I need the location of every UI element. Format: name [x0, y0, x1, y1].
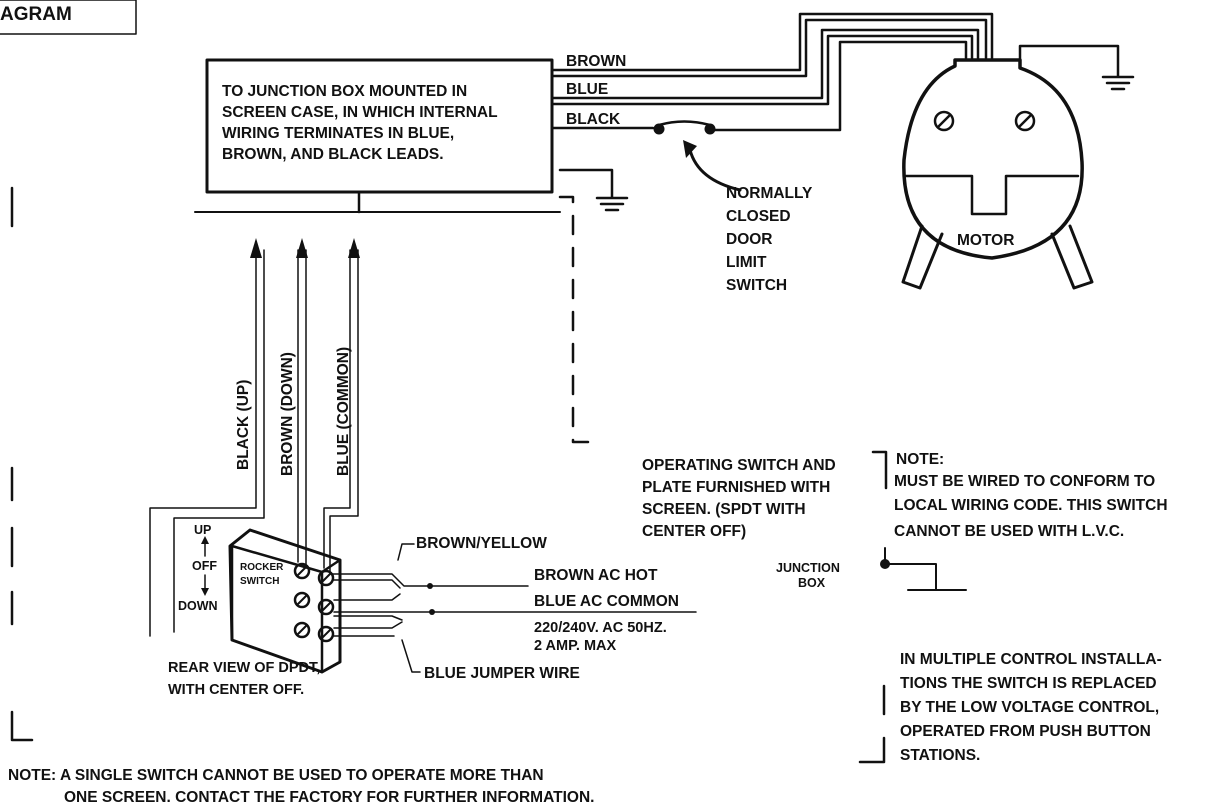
wire-label-black: BLACK — [566, 111, 621, 128]
junction-box-line-2: SCREEN CASE, IN WHICH INTERNAL — [222, 104, 498, 121]
left-edge-marks — [10, 186, 34, 742]
rocker-switch: ROCKER SWITCH UP OFF DOWN REAR VIEW OF D… — [168, 523, 342, 698]
motor-label: MOTOR — [957, 232, 1014, 249]
note-right-line-2: MUST BE WIRED TO CONFORM TO — [894, 473, 1155, 490]
rocker-label-1: ROCKER — [240, 562, 284, 573]
note-right-line-4: CANNOT BE USED WITH L.V.C. — [894, 523, 1124, 540]
multiple-control-line-3: BY THE LOW VOLTAGE CONTROL, — [900, 699, 1159, 716]
door-limit-switch: NORMALLY CLOSED DOOR LIMIT SWITCH — [653, 120, 813, 294]
lead-label-blue-common: BLUE (COMMON) — [335, 347, 352, 476]
operating-switch-line-2: PLATE FURNISHED WITH — [642, 479, 830, 496]
limit-switch-line-3: DOOR — [726, 231, 773, 248]
lead-label-brown-down: BROWN (DOWN) — [279, 352, 296, 476]
arrow-brown-down — [296, 238, 308, 258]
bottom-note: NOTE: A SINGLE SWITCH CANNOT BE USED TO … — [8, 767, 594, 806]
junction-box-line-1: TO JUNCTION BOX MOUNTED IN — [222, 83, 467, 100]
terminals — [293, 562, 335, 643]
multiple-control-note: IN MULTIPLE CONTROL INSTALLA- TIONS THE … — [858, 651, 1162, 764]
junction-box-symbol: JUNCTION BOX — [776, 547, 967, 591]
rear-view-line-2: WITH CENTER OFF. — [168, 682, 304, 698]
operating-switch-line-3: SCREEN. (SPDT WITH — [642, 501, 806, 518]
operating-switch-line-1: OPERATING SWITCH AND — [642, 457, 836, 474]
motor-wires: BROWN BLUE BLACK — [550, 12, 994, 132]
note-right-line-1: NOTE: — [896, 451, 944, 468]
operating-switch-line-4: CENTER OFF) — [642, 523, 746, 540]
junction-label-1: JUNCTION — [776, 561, 840, 575]
wire-label-brown: BROWN — [566, 53, 626, 70]
wire-label-blue: BLUE — [566, 81, 608, 98]
rocker-off: OFF — [192, 559, 217, 573]
bottom-note-line-1: NOTE: A SINGLE SWITCH CANNOT BE USED TO … — [8, 767, 544, 784]
motor: MOTOR — [901, 58, 1094, 290]
junction-label-2: BOX — [798, 576, 826, 590]
rocker-down: DOWN — [178, 599, 218, 613]
ground-symbol-box — [558, 168, 629, 212]
limit-switch-line-2: CLOSED — [726, 208, 791, 225]
note-right-line-3: LOCAL WIRING CODE. THIS SWITCH — [894, 497, 1168, 514]
arrow-blue-common — [348, 238, 360, 258]
multiple-control-line-1: IN MULTIPLE CONTROL INSTALLA- — [900, 651, 1162, 668]
arrow-black-up — [250, 238, 262, 258]
limit-switch-line-5: SWITCH — [726, 277, 787, 294]
multiple-control-line-5: STATIONS. — [900, 747, 980, 764]
junction-box-line-4: BROWN, AND BLACK LEADS. — [222, 146, 444, 163]
junction-box: TO JUNCTION BOX MOUNTED IN SCREEN CASE, … — [205, 58, 554, 194]
right-note: NOTE: MUST BE WIRED TO CONFORM TO LOCAL … — [871, 450, 1168, 540]
limit-switch-line-4: LIMIT — [726, 254, 767, 271]
title-fragment: AGRAM — [0, 4, 72, 25]
title-box: AGRAM — [0, 0, 137, 35]
lead-bus — [194, 190, 590, 444]
label-blue-ac-common: BLUE AC COMMON — [534, 593, 679, 610]
bottom-note-line-2: ONE SCREEN. CONTACT THE FACTORY FOR FURT… — [64, 789, 594, 806]
rocker-up: UP — [194, 523, 211, 537]
label-blue-jumper: BLUE JUMPER WIRE — [424, 665, 580, 682]
leads: BLACK (UP) BROWN (DOWN) BLUE (COMMON) — [149, 238, 360, 637]
ground-symbol-motor — [1018, 44, 1135, 91]
junction-box-line-3: WIRING TERMINATES IN BLUE, — [222, 125, 454, 142]
operating-switch-note: OPERATING SWITCH AND PLATE FURNISHED WIT… — [642, 457, 836, 540]
label-brown-yellow: BROWN/YELLOW — [416, 535, 547, 552]
label-rating-1: 220/240V. AC 50HZ. — [534, 620, 667, 636]
label-brown-ac-hot: BROWN AC HOT — [534, 567, 658, 584]
limit-switch-line-1: NORMALLY — [726, 185, 813, 202]
rocker-label-2: SWITCH — [240, 576, 279, 587]
power-wires: BROWN/YELLOW BROWN AC HOT BLUE AC COMMON… — [329, 535, 697, 682]
multiple-control-line-4: OPERATED FROM PUSH BUTTON — [900, 723, 1151, 740]
label-rating-2: 2 AMP. MAX — [534, 638, 617, 654]
lead-label-black-up: BLACK (UP) — [235, 380, 252, 470]
rear-view-line-1: REAR VIEW OF DPDT, — [168, 660, 320, 676]
multiple-control-line-2: TIONS THE SWITCH IS REPLACED — [900, 675, 1157, 692]
